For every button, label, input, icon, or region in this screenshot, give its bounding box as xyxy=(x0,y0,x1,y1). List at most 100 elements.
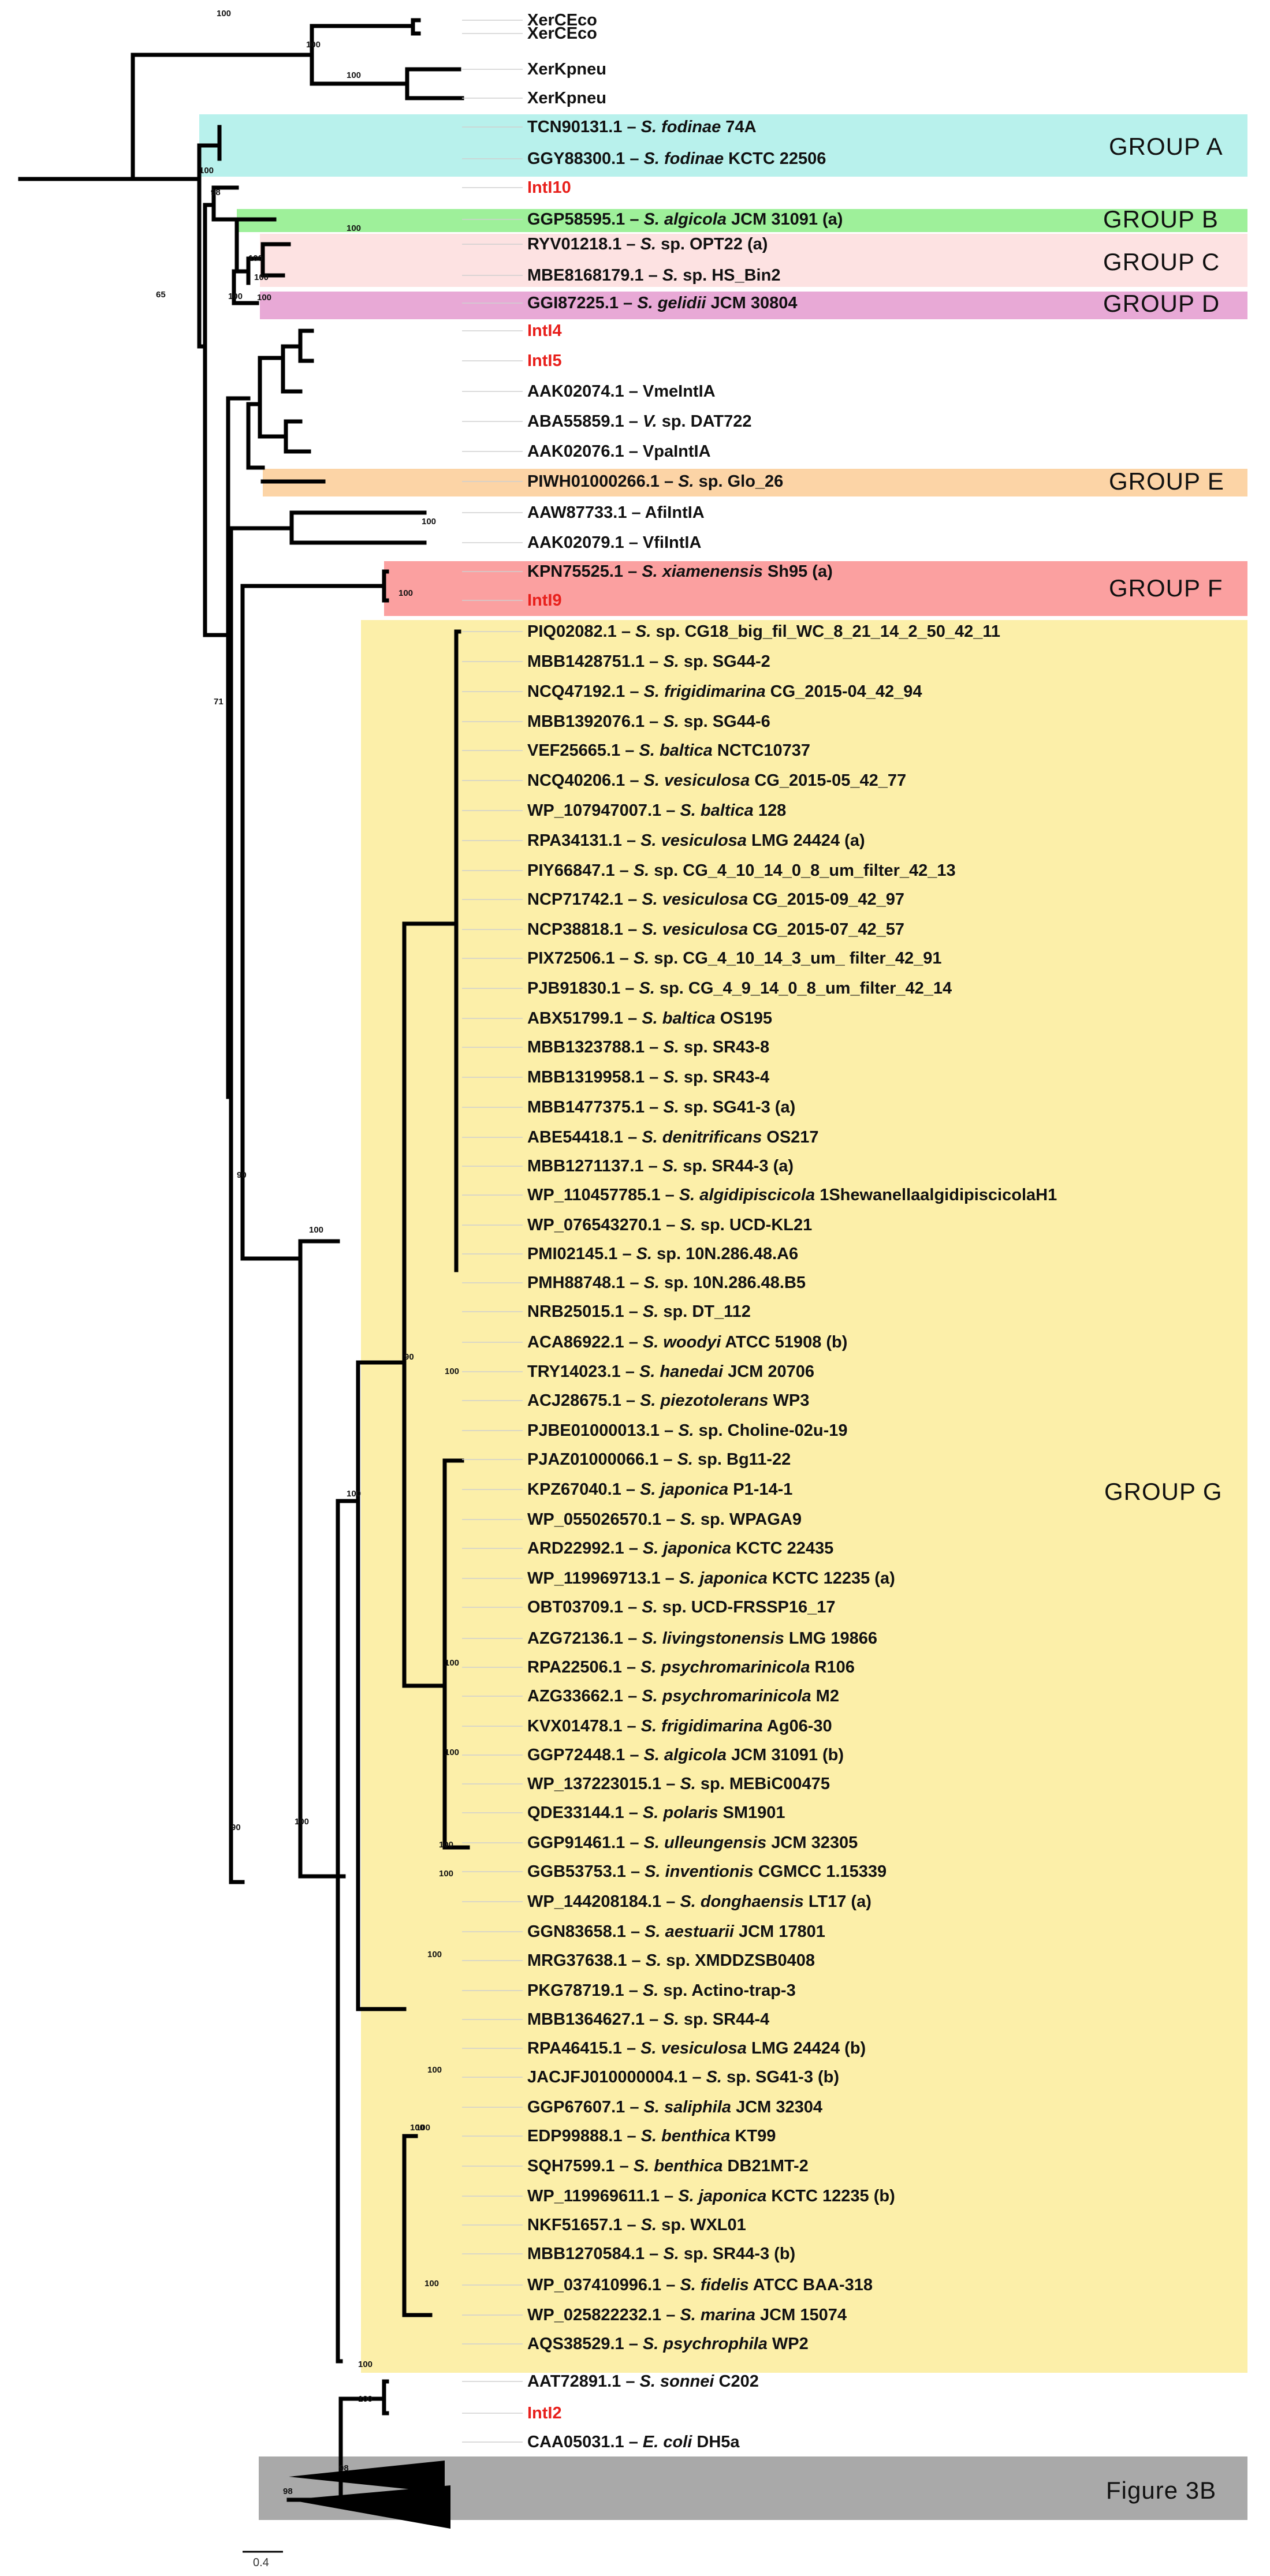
leaf-accession: MBB1428751.1 – xyxy=(527,652,664,671)
bootstrap-value: 100 xyxy=(439,1869,453,1879)
leaf-species: S. xyxy=(662,266,679,285)
leaf-species: S. xyxy=(680,1510,696,1529)
leaf-species: S. algidipiscicola xyxy=(679,1186,815,1204)
group-label: GROUP C xyxy=(1103,248,1220,275)
leaf-strain: 1ShewanellaalgidipiscicolaH1 xyxy=(815,1186,1057,1204)
leaf-label: PKG78719.1 – S. sp. Actino-trap-3 xyxy=(527,1981,796,2000)
bootstrap-value: 100 xyxy=(427,1950,442,1959)
leaf-species: S. xyxy=(663,652,679,671)
leaf-species: S. xyxy=(663,2010,679,2029)
leaf-label: JACJFJ010000004.1 – S. sp. SG41-3 (b) xyxy=(527,2068,839,2086)
leaf-species: S. saliphila xyxy=(643,2098,732,2116)
leaf-strain: sp. SR44-3 (b) xyxy=(679,2245,796,2263)
leaf-species: S. fodinae xyxy=(643,150,724,168)
group-band xyxy=(199,114,1247,177)
leaf-accession: PKG78719.1 – xyxy=(527,1981,643,2000)
leaf-species: V. xyxy=(642,412,657,431)
leaf-label: IntI5 xyxy=(527,352,562,370)
leaf-accession: ABA55859.1 – xyxy=(527,412,643,431)
leaf-accession: PJB91830.1 – xyxy=(527,979,639,998)
bootstrap-value: 100 xyxy=(295,1817,309,1827)
leaf-accession: GGB53753.1 – xyxy=(527,1862,645,1881)
leaf-accession: XerCEco xyxy=(527,24,597,43)
group-label: GROUP E xyxy=(1109,468,1224,495)
leaf-label: RPA34131.1 – S. vesiculosa LMG 24424 (a) xyxy=(527,831,865,850)
bootstrap-value: 100 xyxy=(358,2360,373,2369)
leaf-label: IntI2 xyxy=(527,2404,562,2422)
leaf-label: WP_119969611.1 – S. japonica KCTC 12235 … xyxy=(527,2187,895,2205)
bootstrap-value: 90 xyxy=(237,1170,247,1180)
leaf-strain: sp. SG44-6 xyxy=(679,712,770,731)
bootstrap-value: 100 xyxy=(306,40,321,50)
leaf-strain: C202 xyxy=(714,2372,759,2391)
leaf-label: TRY14023.1 – S. hanedai JCM 20706 xyxy=(527,1362,814,1381)
leaf-accession: RPA34131.1 – xyxy=(527,831,641,850)
leaf-label: MBB1323788.1 – S. sp. SR43-8 xyxy=(527,1038,769,1056)
leaf-accession: IntI9 xyxy=(527,591,562,610)
leaf-label: NCP71742.1 – S. vesiculosa CG_2015-09_42… xyxy=(527,890,904,909)
leaf-species: S. xyxy=(645,1951,662,1970)
leaf-accession: QDE33144.1 – xyxy=(527,1804,643,1822)
leaf-species: E. coli xyxy=(642,2433,692,2451)
leaf-strain: CGMCC 1.15339 xyxy=(753,1862,887,1881)
leaf-label: GGP91461.1 – S. ulleungensis JCM 32305 xyxy=(527,1834,858,1852)
leaf-label: KVX01478.1 – S. frigidimarina Ag06-30 xyxy=(527,1717,832,1735)
leaf-label: MRG37638.1 – S. sp. XMDDZSB0408 xyxy=(527,1951,815,1970)
bootstrap-value: 100 xyxy=(424,2279,439,2288)
bootstrap-value: 90 xyxy=(404,1352,414,1362)
bootstrap-value: 100 xyxy=(254,272,269,282)
bootstrap-value: 90 xyxy=(231,1823,241,1832)
leaf-label: IntI10 xyxy=(527,178,571,197)
leaf-strain: sp. UCD-KL21 xyxy=(695,1216,813,1234)
leaf-species: S. psychrophila xyxy=(642,2335,768,2353)
leaf-accession: AAT72891.1 – xyxy=(527,2372,640,2391)
leaf-species: S. xyxy=(680,1775,696,1793)
leaf-strain: KCTC 22506 xyxy=(724,150,826,168)
leaf-strain: sp. DAT722 xyxy=(657,412,752,431)
leaf-species: S. xyxy=(662,1157,679,1175)
leaf-species: S. woodyi xyxy=(642,1333,721,1352)
leaf-accession: AAK02074.1 – VmeIntIA xyxy=(527,382,716,401)
leaf-strain: M2 xyxy=(811,1687,839,1705)
leaf-species: S. japonica xyxy=(679,1569,768,1588)
bootstrap-value: 65 xyxy=(156,290,166,300)
leaf-accession: WP_107947007.1 – xyxy=(527,801,680,820)
leaf-accession: WP_025822232.1 – xyxy=(527,2306,680,2324)
group-label: GROUP D xyxy=(1103,290,1220,317)
leaf-species: S. vesiculosa xyxy=(643,771,750,790)
leaf-strain: LMG 24424 (a) xyxy=(746,831,865,850)
leaf-accession: MBB1323788.1 – xyxy=(527,1038,664,1056)
leaf-accession: MBB1364627.1 – xyxy=(527,2010,664,2029)
leaf-accession: ABE54418.1 – xyxy=(527,1128,642,1147)
leaf-species: S. marina xyxy=(680,2306,755,2324)
leaf-label: GGP67607.1 – S. saliphila JCM 32304 xyxy=(527,2098,822,2116)
leaf-accession: AAW87733.1 – AfiIntIA xyxy=(527,503,705,522)
leaf-species: S. xyxy=(677,1450,693,1469)
leaf-accession: IntI2 xyxy=(527,2404,562,2422)
leaf-strain: KCTC 12235 (a) xyxy=(767,1569,895,1588)
leaf-strain: R106 xyxy=(810,1658,855,1677)
leaf-accession: IntI10 xyxy=(527,178,571,197)
leaf-species: S. benthica xyxy=(640,2127,731,2145)
leaf-accession: MBB1477375.1 – xyxy=(527,1098,664,1117)
leaf-strain: ATCC BAA-318 xyxy=(748,2276,873,2294)
leaf-label: KPZ67040.1 – S. japonica P1-14-1 xyxy=(527,1480,792,1499)
leaf-species: S. xyxy=(640,2216,657,2234)
leaf-label: XerKpneu xyxy=(527,89,606,107)
leaf-accession: WP_037410996.1 – xyxy=(527,2276,680,2294)
leaf-strain: sp. WPAGA9 xyxy=(695,1510,802,1529)
leaf-species: S. xyxy=(663,1038,679,1056)
leaf-species: S. vesiculosa xyxy=(640,2039,747,2058)
bootstrap-value: 100 xyxy=(257,293,271,303)
leaf-strain: sp. SR43-4 xyxy=(679,1068,770,1087)
leaf-accession: WP_076543270.1 – xyxy=(527,1216,680,1234)
leaf-strain: ATCC 51908 (b) xyxy=(721,1333,848,1352)
leaf-label: CAA05031.1 – E. coli DH5a xyxy=(527,2433,740,2451)
leaf-label: GGP58595.1 – S. algicola JCM 31091 (a) xyxy=(527,210,843,229)
leaf-strain: sp. HS_Bin2 xyxy=(678,266,781,285)
leaf-strain: Ag06-30 xyxy=(762,1717,832,1735)
leaf-label: PJB91830.1 – S. sp. CG_4_9_14_0_8_um_fil… xyxy=(527,979,952,998)
group-band xyxy=(384,561,1247,616)
leaf-accession: PIQ02082.1 – xyxy=(527,622,636,641)
